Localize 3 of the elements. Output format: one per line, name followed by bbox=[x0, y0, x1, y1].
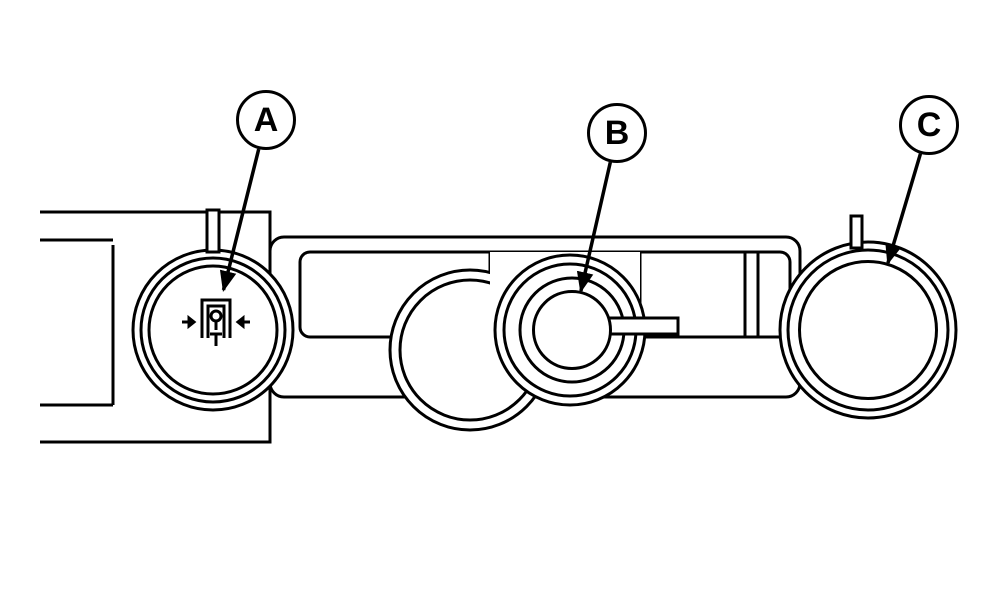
leader-arrow bbox=[220, 148, 260, 292]
leader-arrow bbox=[885, 153, 922, 265]
leader-arrow bbox=[576, 162, 612, 294]
